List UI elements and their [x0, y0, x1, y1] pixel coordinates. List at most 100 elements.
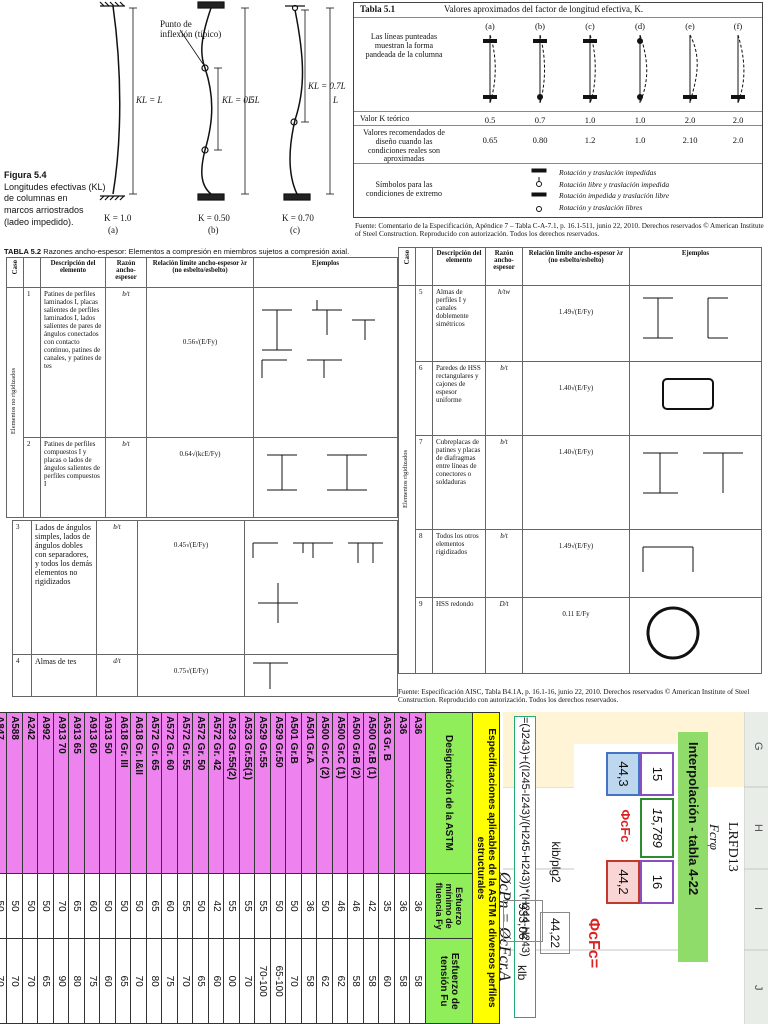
astm-fu: 62	[317, 938, 333, 1024]
table-row: 4 Almas de tes d/t 0.75√(E/Fy)	[12, 654, 398, 697]
astm-fu: 70	[22, 938, 38, 1024]
header-relacion: Relación límite ancho-espesor λr (no esb…	[146, 257, 254, 288]
astm-designation: A913 50	[100, 712, 116, 874]
row-k-theoretical-label: Valor K teórico	[360, 114, 410, 123]
rel-6: 1.40√(E/Fy)	[522, 361, 630, 436]
pn-value[interactable]: 933,06	[503, 900, 543, 942]
table-row: 3 Lados de ángulos simples, lados de áng…	[12, 520, 398, 655]
astm-designation: A242	[22, 712, 38, 874]
header-relacion-right: Relación límite ancho-espesor λr (no esb…	[522, 247, 630, 286]
caso-5: 5	[415, 285, 433, 362]
symbol-icons	[531, 168, 547, 212]
astm-fy: 36	[301, 873, 317, 939]
astm-fy: 50	[100, 873, 116, 939]
row-buckled-label: Las líneas punteadas muestran la forma p…	[365, 32, 443, 59]
caso-8: 8	[415, 529, 433, 598]
k-theoretical-a: 0.5	[484, 115, 496, 125]
astm-designation: A847	[0, 712, 7, 874]
astm-fu: 65	[38, 938, 54, 1024]
k-design-d: 1.0	[634, 135, 646, 145]
table-5-2-left: Caso Descripción del elemento Razón anch…	[6, 257, 398, 518]
kl-b-label: KL = 0.5L	[222, 95, 260, 105]
lrfd-spreadsheet: G H I J LRFD13 Fcrφ Interpolación - tabl…	[496, 712, 768, 1024]
table-5-1: Tabla 5.1 Valores aproximados del factor…	[353, 2, 763, 218]
astm-fy: 46	[348, 873, 364, 939]
buckled-shapes	[483, 34, 745, 104]
figure-caption: Figura 5.4 Longitudes efectivas (KL) de …	[4, 170, 106, 227]
col-header-h: H	[752, 824, 764, 832]
astm-fu: 70	[239, 938, 255, 1024]
side-label-stiffened: Elementos rigidizados	[402, 449, 409, 508]
table-row: 6 Paredes de HSS rectangulares y cajones…	[399, 361, 762, 436]
razon-5: h/tw	[485, 285, 523, 362]
astm-fu: 60	[379, 938, 395, 1024]
phi-fc-value[interactable]: 44,22	[540, 912, 570, 954]
astm-fy: 55	[255, 873, 271, 939]
table-row: 2 Patines de perfiles compuestos I y pla…	[7, 437, 398, 518]
astm-fy: 65	[69, 873, 85, 939]
pn-unit: klb	[515, 965, 529, 981]
k-a-label: K = 1.0	[104, 213, 132, 223]
part-c-label: (c)	[290, 225, 300, 235]
astm-fy: 60	[84, 873, 100, 939]
astm-fy: 50	[7, 873, 23, 939]
k-theoretical-e: 2.0	[684, 115, 696, 125]
rel-1: 0.56√(E/Fy)	[146, 287, 254, 438]
example-shapes-1	[261, 300, 375, 378]
astm-table-block: Especificaciones aplicables de la ASTM a…	[0, 712, 500, 1024]
cell-44-3[interactable]: 44,3	[606, 752, 640, 796]
cell-44-2[interactable]: 44,2	[606, 860, 640, 904]
astm-fy: 50	[0, 873, 7, 939]
table-5-2-left-lower: 3 Lados de ángulos simples, lados de áng…	[12, 520, 398, 697]
rel-2: 0.64√(kcE/Fy)	[146, 437, 254, 518]
astm-fy: 42	[208, 873, 224, 939]
example-shape-hss-round	[646, 606, 700, 660]
col-c-header: (c)	[585, 21, 595, 31]
rel-4: 0.75√(E/Fy)	[137, 654, 245, 697]
k-b-label: K = 0.50	[198, 213, 230, 223]
astm-designation: A913 65	[69, 712, 85, 874]
kl-c-label: KL = 0.7L	[308, 81, 346, 91]
phi-fc-unit: kib/plg2	[549, 841, 563, 883]
table-5-1-source: Fuente: Comentario de la Especificación,…	[355, 222, 764, 239]
astm-fy: 65	[146, 873, 162, 939]
cell-16[interactable]: 16	[640, 860, 674, 904]
astm-fu: 75	[162, 938, 178, 1024]
col-header-g: G	[752, 742, 764, 751]
astm-header-fy: Esfuerzo mínimo de fluencia Fy	[425, 873, 473, 939]
astm-header-fu: Esfuerzo de tensión Fu	[425, 938, 473, 1024]
astm-fy: 42	[363, 873, 379, 939]
astm-fy: 50	[115, 873, 131, 939]
astm-fy: 50	[38, 873, 54, 939]
lrfd-subtitle: Fcrφ	[707, 824, 722, 850]
caso-3: 3	[12, 520, 32, 655]
rel-3: 0.45√(E/Fy)	[137, 520, 245, 655]
astm-fu: 62	[332, 938, 348, 1024]
col-header-j: J	[752, 985, 764, 991]
col-header-i: I	[752, 907, 764, 911]
table-5-2-source: Fuente: Especificación AISC, Tabla B4.1A…	[398, 688, 750, 705]
desc-2: Patines de perfiles compuestos I y placa…	[40, 437, 106, 518]
razon-9: D/t	[485, 597, 523, 674]
cell-15789[interactable]: 15,789	[640, 798, 674, 858]
astm-fu: 00	[224, 938, 240, 1024]
l-b-label: L	[248, 95, 254, 105]
astm-fy: 55	[177, 873, 193, 939]
astm-designation: A500 Gr.C (1)	[332, 712, 348, 874]
astm-fu: 70-100	[255, 938, 271, 1024]
razon-2: b/t	[105, 437, 147, 518]
cell-15[interactable]: 15	[640, 752, 674, 796]
example-shape-hss-rect	[662, 378, 714, 410]
astm-designation: A618 Gr. III	[115, 712, 131, 874]
astm-designation: A572 Gr. 65	[146, 712, 162, 874]
k-design-f: 2.0	[732, 135, 744, 145]
